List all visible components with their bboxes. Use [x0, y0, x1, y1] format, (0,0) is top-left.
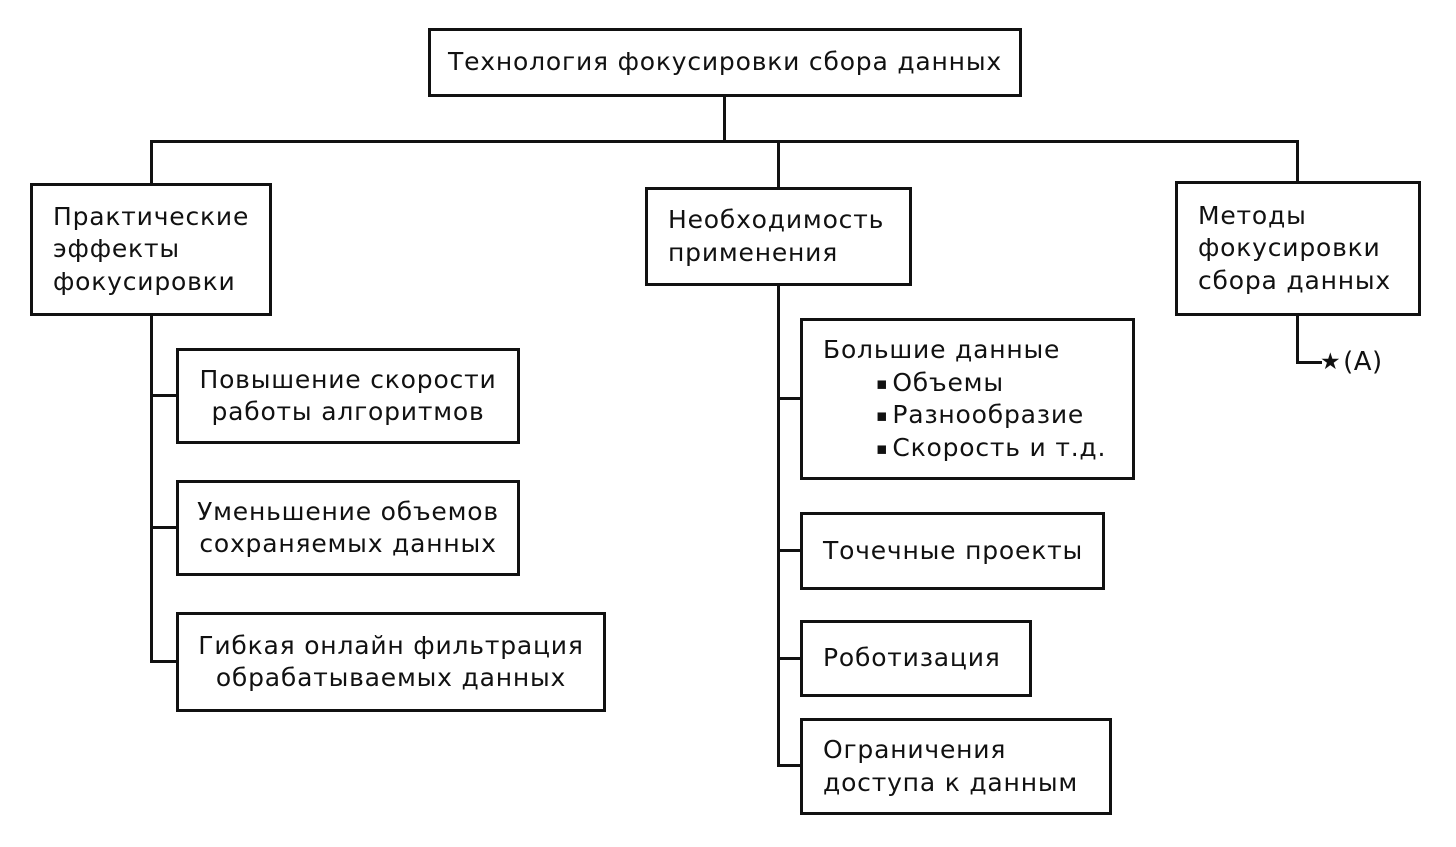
bullet-square-icon: ▪	[876, 406, 889, 426]
connector-right-spine	[1296, 316, 1299, 364]
node-leaf-big-data-label: Большие данные	[823, 335, 1061, 364]
connector-middle-stub-4	[777, 764, 800, 767]
bullet-square-icon: ▪	[876, 438, 889, 459]
connector-middle-spine	[777, 286, 780, 767]
connector-left-stub-3	[150, 660, 176, 663]
connector-drop-left	[150, 140, 153, 183]
node-branch-practical-effects-label: Практические эффекты фокусировки	[53, 201, 250, 296]
methods-annotation-label: (A)	[1343, 347, 1383, 377]
node-branch-methods: Методы фокусировки сбора данных	[1175, 181, 1421, 316]
node-leaf-algorithm-speed: Повышение скорости работы алгоритмов	[176, 348, 520, 444]
connector-left-spine	[150, 316, 153, 663]
big-data-bullet-velocity-label: Скорость и т.д.	[892, 432, 1107, 462]
node-leaf-storage-reduction-label: Уменьшение объемов сохраняемых данных	[197, 496, 499, 559]
node-leaf-access-restrictions: Ограничения доступа к данным	[800, 718, 1112, 815]
big-data-bullet-variety: ▪ Разнообразие	[876, 399, 1084, 432]
node-leaf-targeted-projects-label: Точечные проекты	[823, 535, 1083, 565]
star-icon: ★	[1320, 349, 1342, 375]
big-data-bullet-velocity: ▪ Скорость и т.д.	[876, 432, 1106, 465]
node-branch-practical-effects: Практические эффекты фокусировки	[30, 183, 272, 316]
bullet-square-icon: ▪	[876, 373, 889, 394]
node-branch-methods-label: Методы фокусировки сбора данных	[1198, 200, 1392, 295]
big-data-bullet-volume: ▪ Объемы	[876, 367, 1004, 400]
node-leaf-online-filtering: Гибкая онлайн фильтрация обрабатываемых …	[176, 612, 606, 712]
node-branch-necessity: Необходимость применения	[645, 187, 912, 286]
connector-middle-stub-3	[777, 657, 800, 660]
node-leaf-algorithm-speed-label: Повышение скорости работы алгоритмов	[199, 364, 497, 427]
connector-middle-stub-2	[777, 549, 800, 552]
connector-root-drop	[723, 97, 726, 143]
big-data-bullet-volume-label: Объемы	[892, 367, 1004, 397]
node-leaf-robotization: Роботизация	[800, 620, 1032, 697]
methods-annotation: ★ (A)	[1320, 347, 1383, 377]
node-leaf-storage-reduction: Уменьшение объемов сохраняемых данных	[176, 480, 520, 576]
connector-drop-middle	[777, 140, 780, 187]
connector-main-horizontal	[150, 140, 1299, 143]
connector-left-stub-1	[150, 394, 176, 397]
node-leaf-robotization-label: Роботизация	[823, 643, 1001, 673]
node-branch-necessity-label: Необходимость применения	[668, 205, 885, 267]
connector-right-stub	[1296, 361, 1322, 364]
big-data-bullet-variety-label: Разнообразие	[892, 400, 1085, 429]
node-leaf-access-restrictions-label: Ограничения доступа к данным	[823, 735, 1079, 797]
node-leaf-targeted-projects: Точечные проекты	[800, 512, 1105, 590]
connector-drop-right	[1296, 140, 1299, 181]
node-leaf-online-filtering-label: Гибкая онлайн фильтрация обрабатываемых …	[198, 630, 584, 693]
node-root: Технология фокусировки сбора данных	[428, 28, 1022, 97]
node-root-label: Технология фокусировки сбора данных	[448, 47, 1002, 77]
connector-middle-stub-1	[777, 397, 800, 400]
connector-left-stub-2	[150, 526, 176, 529]
node-leaf-big-data: Большие данные ▪ Объемы ▪ Разнообразие ▪…	[800, 318, 1135, 480]
